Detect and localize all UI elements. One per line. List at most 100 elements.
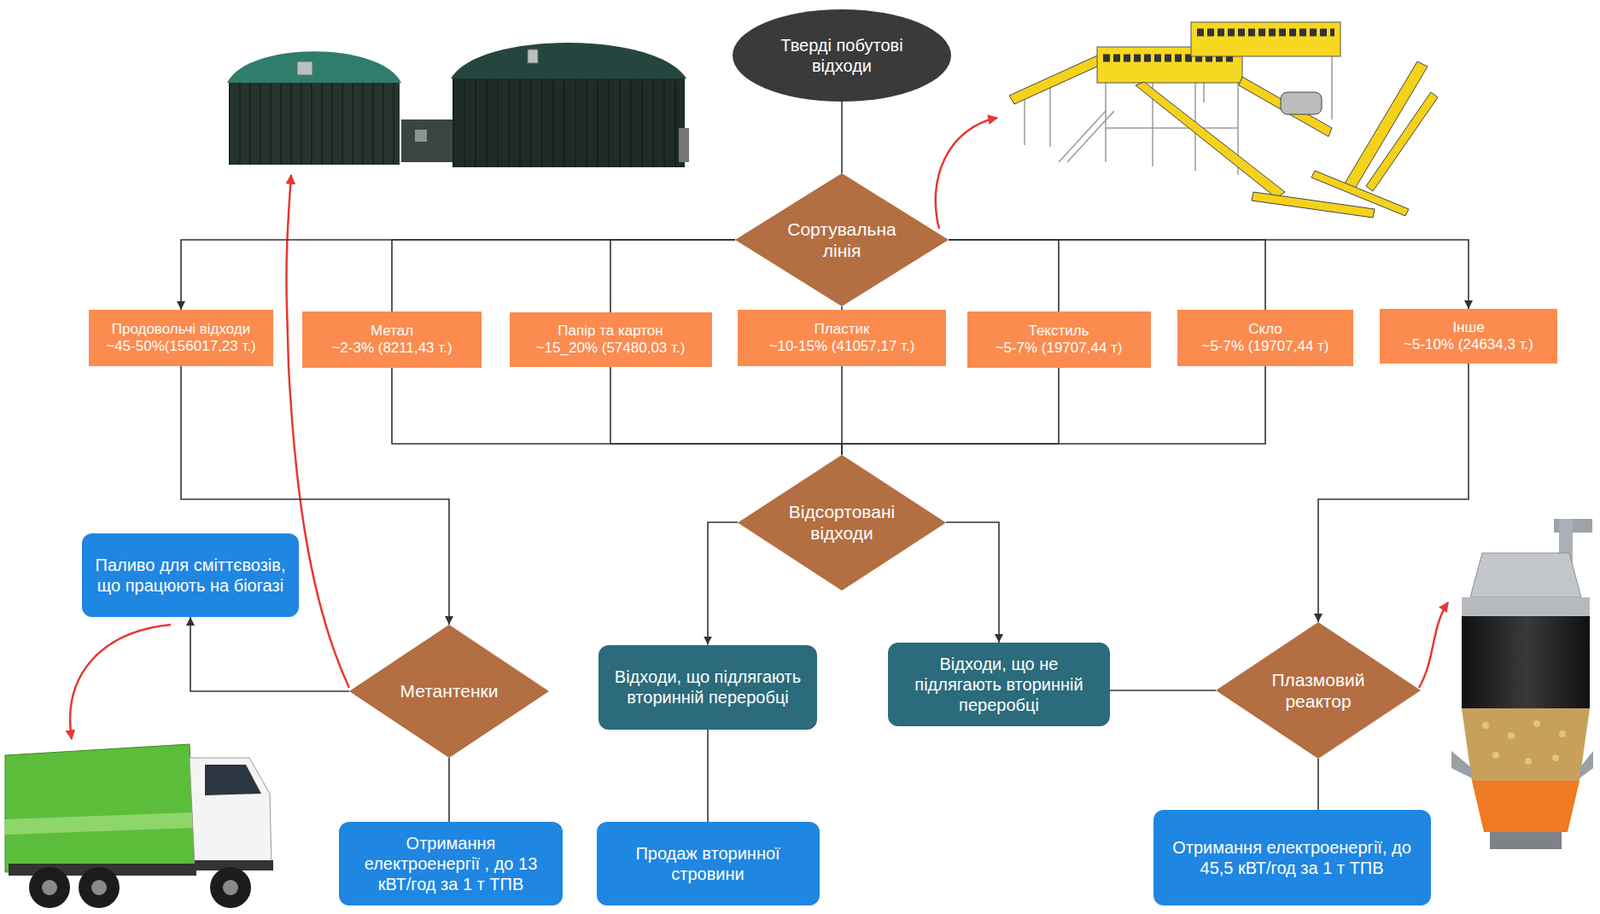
node-text: Сортувальна лінія <box>780 218 904 262</box>
sorting-plant-illustration-part-part <box>1104 82 1107 163</box>
plasma-reactor-illustration-part-part <box>1507 732 1515 740</box>
biogas-tanks-illustration-part <box>227 51 402 83</box>
sorting-plant-illustration-part-part <box>1023 95 1026 146</box>
garbage-truck-illustration <box>5 744 274 909</box>
plasma-reactor-illustration-part-part <box>1482 722 1490 730</box>
node-text: Папір та картон <box>557 322 663 340</box>
node-text: ~15_20% (57480,03 т.) <box>536 339 686 357</box>
node-text: Текстиль <box>1027 322 1089 340</box>
sorting-plant-illustration-part-part <box>1067 110 1115 163</box>
plasma-reactor-illustration <box>1451 519 1594 850</box>
decision-diamond-outline <box>1215 622 1421 760</box>
plasma-reactor-illustration-part <box>1482 720 1566 765</box>
garbage-truck-illustration-part <box>189 758 272 867</box>
category-box: Метал~2-3% (8211,43 т.) <box>302 311 482 368</box>
node-text: ~5-7% (19707,44 т) <box>994 339 1122 357</box>
category-box: Пластик~10-15% (41057,17 т.) <box>737 309 946 367</box>
decision-diamond-outline <box>735 173 949 307</box>
node-text: Паливо для сміттєвозів, що працюють на б… <box>90 554 291 596</box>
plasma-reactor-illustration-part <box>1579 751 1594 779</box>
plasma-reactor-illustration-part <box>1489 832 1562 850</box>
sorting-plant-illustration-part <box>1366 92 1438 192</box>
connector <box>945 522 999 643</box>
connector <box>707 522 738 646</box>
node-text: Скло <box>1248 321 1282 339</box>
connector <box>181 239 736 310</box>
node-text: ~5-10% (24634,3 т.) <box>1403 336 1534 354</box>
connector <box>840 101 843 174</box>
connector <box>448 758 450 823</box>
text-group: Плазмовий реактор <box>1258 669 1379 713</box>
red-pointer-arrows-part <box>1418 602 1449 689</box>
node-text: Тверді побутові відходи <box>763 35 921 76</box>
node-text: ~45-50%(156017,23 т.) <box>105 338 257 356</box>
text-group: Сортувальна лінія <box>780 218 904 262</box>
garbage-truck-illustration-part <box>29 867 71 909</box>
plasma-reactor-illustration-part <box>1470 553 1582 598</box>
connector <box>610 239 736 313</box>
start-ellipse-outline <box>732 9 952 102</box>
decision-diamond-fill <box>737 455 946 591</box>
sorting-plant-illustration <box>1009 22 1438 218</box>
node-text: Метантенки <box>400 680 499 702</box>
result-box: Паливо для сміттєвозів, що працюють на б… <box>81 533 299 618</box>
sorting-plant-illustration-part-part <box>1331 56 1333 120</box>
sorting-plant-illustration-part <box>1280 92 1322 115</box>
connector <box>841 366 1266 456</box>
red-pointer-arrows-part <box>70 624 171 740</box>
plasma-reactor-illustration-part-part <box>1552 754 1560 762</box>
node-text: Відсортовані відходи <box>781 501 903 544</box>
result-box: Отримання електроенергії , до 13 кВТ/год… <box>338 822 563 906</box>
start-ellipse-fill <box>732 9 952 102</box>
node-text: Метал <box>370 322 414 340</box>
biogas-tanks-illustration <box>227 42 690 168</box>
sorting-plant-illustration-part-part <box>1105 127 1238 129</box>
decision-diamond-fill <box>735 173 949 307</box>
plasma-reactor-illustration-part <box>1451 751 1472 779</box>
start-ellipse: Тверді побутові відходи <box>732 9 952 102</box>
sorting-plant-illustration-part-part <box>1049 85 1052 147</box>
biogas-tanks-illustration-part <box>678 128 690 163</box>
garbage-truck-illustration-part <box>204 764 262 796</box>
plasma-reactor-illustration-part <box>1471 781 1580 833</box>
category-box: Інше~5-10% (24634,3 т.) <box>1379 309 1558 364</box>
node-text: Пластик <box>814 321 871 339</box>
plasma-reactor-illustration-part <box>1461 616 1590 709</box>
connector <box>1318 363 1469 623</box>
sorting-plant-illustration-part <box>1311 170 1409 217</box>
connector <box>190 617 350 692</box>
node-text: Відходи, що підлягають вторинній перероб… <box>607 666 809 708</box>
biogas-tanks-illustration-part <box>527 49 538 64</box>
biogas-tanks-illustration-part <box>401 119 453 163</box>
sorting-plant-illustration-part <box>1009 52 1109 105</box>
node-text: Отримання електроенергії, до 45,5 кВТ/го… <box>1162 837 1423 879</box>
garbage-truck-illustration-part <box>5 744 195 873</box>
connector <box>391 239 736 312</box>
garbage-truck-illustration-part <box>222 880 239 896</box>
plasma-reactor-illustration-part <box>1461 708 1590 782</box>
red-pointer-arrows-part <box>935 117 998 229</box>
node-text: ~2-3% (8211,43 т.) <box>331 339 452 357</box>
garbage-truck-illustration-part <box>91 880 107 896</box>
node-text: Продаж вторинної стровини <box>605 843 812 885</box>
decision-diamond: Плазмовий реактор <box>1215 622 1421 760</box>
node-text: Відходи, що не підлягають вторинній пере… <box>896 654 1102 716</box>
biogas-tanks-illustration-part <box>228 81 400 165</box>
connector <box>948 239 1266 310</box>
connector <box>706 729 709 824</box>
connector <box>610 367 842 456</box>
connector <box>948 239 1059 312</box>
connector <box>1109 689 1216 692</box>
category-box: Скло~5-7% (19707,44 т) <box>1177 309 1354 367</box>
category-box: Текстиль~5-7% (19707,44 т) <box>967 311 1151 368</box>
biogas-tanks-illustration-part <box>297 61 313 76</box>
sorting-plant-illustration-part-part <box>1058 110 1106 163</box>
plasma-reactor-illustration-part-part <box>1559 730 1566 738</box>
garbage-truck-illustration-part <box>78 867 120 909</box>
connector <box>948 239 1469 310</box>
category-box: Продовольчі відходи~45-50%(156017,23 т.) <box>88 309 274 367</box>
sorting-plant-illustration-part <box>1238 76 1332 137</box>
decision-diamond-outline <box>737 455 946 591</box>
